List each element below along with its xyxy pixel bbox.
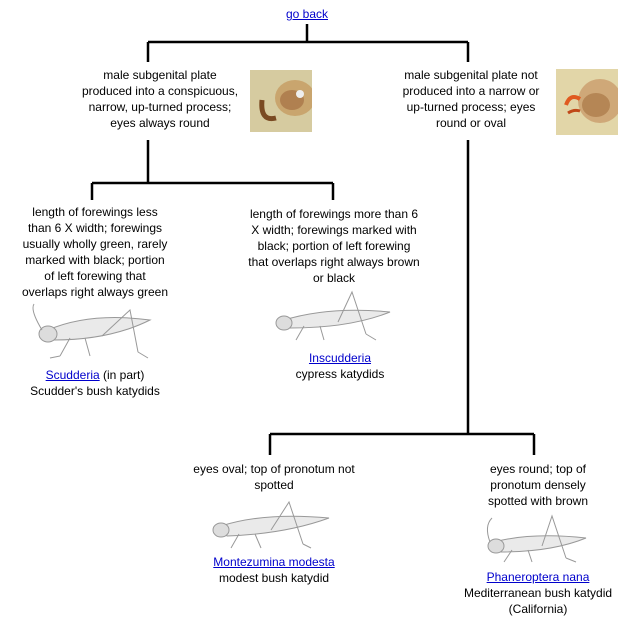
phaneroptera-entry: Phaneroptera nana Mediterranean bush kat… [448,569,628,617]
go-back-link-wrap: go back [270,6,344,22]
katydid-drawing-icon-3 [212,500,330,549]
inscudderia-common-name: cypress katydids [295,367,385,381]
katydid-drawing-icon-2 [275,290,391,341]
couplet-left-text: male subgenital plate produced into a co… [81,68,239,130]
montezumina-common-name: modest bush katydid [218,571,330,585]
phaneroptera-common-note: (California) [508,602,568,616]
couplet-right-left-text: eyes oval; top of pronotum not spotted [193,462,355,492]
scudderia-entry: Scudderia (in part) Scudder's bush katyd… [20,367,170,399]
montezumina-entry: Montezumina modesta modest bush katydid [194,554,354,586]
scudderia-common-name: Scudder's bush katydids [30,384,160,398]
couplet-right-right-text: eyes round; top of pronotum densely spot… [487,462,589,508]
katydid-drawing-icon-4 [486,514,587,563]
phaneroptera-common-name: Mediterranean bush katydid [463,586,613,600]
scudderia-link[interactable]: Scudderia [45,368,100,382]
katydid-drawing-icon [32,303,152,359]
couplet-left-right-text: length of forewings more than 6 X width;… [248,207,420,285]
inscudderia-entry: Inscudderia cypress katydids [270,350,410,382]
scudderia-note: (in part) [103,368,145,382]
subgenital-plate-photo-2 [556,69,618,135]
phaneroptera-link[interactable]: Phaneroptera nana [486,570,590,584]
subgenital-plate-photo [250,70,312,132]
couplet-right-text: male subgenital plate not produced into … [402,68,540,130]
montezumina-link[interactable]: Montezumina modesta [213,555,335,569]
go-back-link[interactable]: go back [285,7,329,21]
inscudderia-link[interactable]: Inscudderia [308,351,372,365]
couplet-left-left-text: length of forewings less than 6 X width;… [21,205,169,299]
